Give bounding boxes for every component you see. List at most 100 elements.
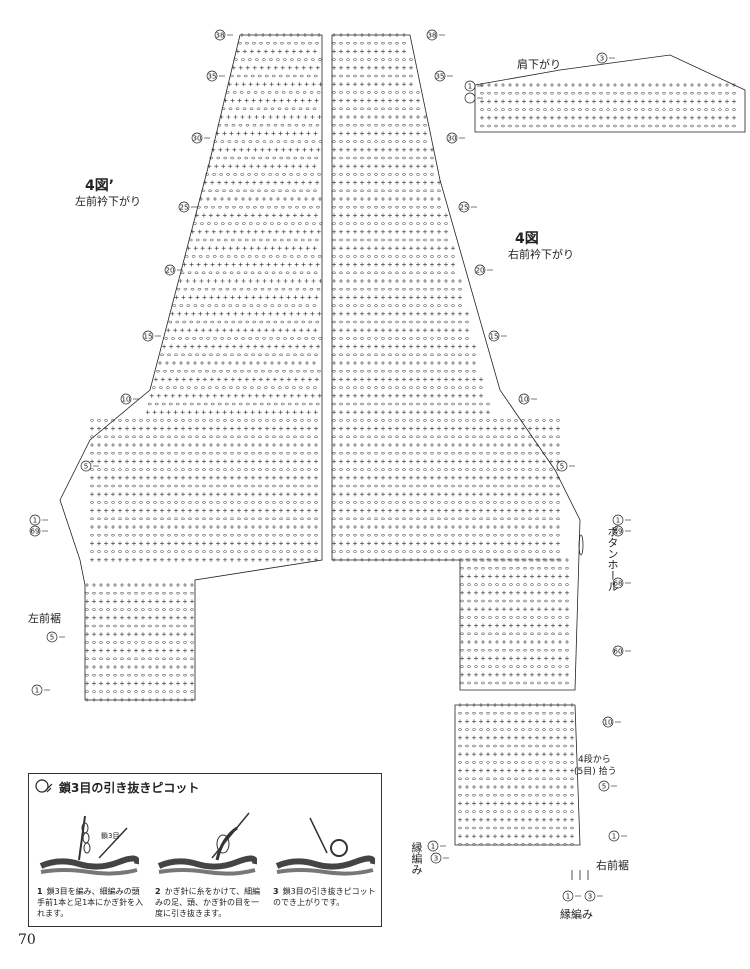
- right-front-chain: [416, 255, 420, 258]
- right-front-stitch: [542, 541, 546, 546]
- right-front-chain: [332, 320, 336, 324]
- right-front-stitch: [535, 492, 539, 497]
- right-front-stitch: [339, 131, 343, 136]
- right-hem-stitch: [479, 768, 483, 773]
- right-front-stitch: [346, 443, 350, 447]
- right-lower-stitch: [537, 558, 541, 562]
- left-front-chain: [97, 533, 101, 537]
- left-front-stitch: [237, 525, 241, 529]
- right-hem-stitch: [486, 817, 490, 822]
- left-front-stitch: [245, 65, 250, 70]
- left-front-chain: [279, 517, 283, 521]
- right-front-stitch: [388, 98, 392, 103]
- left-hem-chain: [120, 657, 124, 661]
- right-hem-stitch: [507, 719, 511, 724]
- left-front-stitch: [118, 443, 122, 447]
- right-front-stitch: [479, 443, 483, 447]
- right-front-stitch: [367, 377, 371, 382]
- right-front-chain: [409, 451, 413, 455]
- left-front-chain: [111, 451, 115, 455]
- right-front-chain: [395, 517, 399, 521]
- left-hem-chain: [99, 591, 103, 595]
- right-lower-chain: [537, 681, 541, 685]
- left-front-chain: [274, 205, 278, 209]
- left-front-stitch: [97, 541, 101, 546]
- left-front-stitch: [297, 197, 301, 201]
- shoulder-chain: [683, 124, 687, 128]
- left-front-chain: [261, 255, 266, 258]
- left-front-stitch: [230, 98, 235, 103]
- right-front-stitch: [353, 98, 357, 103]
- right-front-chain: [339, 173, 343, 176]
- shoulder-chain: [704, 124, 708, 128]
- right-front-stitch: [458, 525, 462, 529]
- right-front-stitch: [395, 361, 399, 365]
- right-hem-stitch: [479, 801, 483, 806]
- right-lower-stitch: [474, 574, 478, 579]
- right-front-chain: [486, 402, 490, 406]
- right-front-stitch: [402, 49, 406, 54]
- right-front-chain: [388, 58, 392, 61]
- left-front-chain: [118, 517, 122, 521]
- left-front-stitch: [285, 410, 290, 415]
- left-front-stitch: [271, 328, 276, 333]
- right-front-stitch: [402, 475, 406, 480]
- right-front-chain: [458, 533, 462, 537]
- shoulder-chain: [522, 124, 526, 128]
- right-front-chain: [360, 533, 364, 537]
- right-hem-stitch: [521, 817, 525, 822]
- right-hem-chain: [563, 810, 567, 813]
- left-front-stitch: [260, 229, 265, 234]
- left-hem-chain: [190, 657, 194, 661]
- left-hem-chain: [190, 673, 194, 677]
- right-lower-chain: [544, 648, 548, 652]
- right-front-stitch: [395, 311, 399, 316]
- right-front-stitch: [528, 508, 532, 513]
- right-front-stitch: [486, 508, 490, 513]
- left-front-stitch: [317, 393, 322, 398]
- right-front-chain: [444, 337, 448, 340]
- right-hem-stitch: [563, 785, 567, 789]
- right-front-stitch: [402, 131, 406, 136]
- right-front-stitch: [409, 262, 413, 267]
- right-front-chain: [437, 304, 441, 307]
- shoulder-chain: [711, 108, 715, 111]
- shoulder-stitch: [564, 83, 568, 87]
- left-front-chain: [222, 271, 227, 275]
- left-front-chain: [307, 533, 311, 537]
- right-lower-stitch: [495, 656, 499, 661]
- right-front-stitch: [507, 443, 511, 447]
- left-front-stitch: [285, 213, 290, 218]
- left-front-chain: [258, 156, 263, 160]
- left-front-stitch: [252, 65, 257, 70]
- left-front-stitch: [264, 410, 269, 415]
- right-front-chain: [409, 91, 413, 94]
- right-front-chain: [367, 353, 371, 357]
- left-front-chain: [262, 337, 266, 340]
- left-front-stitch: [160, 443, 164, 447]
- right-front-stitch: [388, 377, 392, 382]
- left-front-chain: [217, 320, 222, 324]
- left-front-chain: [307, 353, 311, 357]
- left-front-chain: [111, 468, 115, 471]
- right-front-chain: [367, 533, 371, 537]
- right-front-chain: [556, 550, 560, 553]
- left-front-stitch: [178, 279, 183, 283]
- shoulder-stitch: [627, 83, 631, 87]
- right-front-chain: [339, 41, 343, 45]
- left-front-stitch: [153, 508, 157, 513]
- right-front-stitch: [444, 295, 448, 300]
- left-front-chain: [132, 517, 136, 521]
- left-front-stitch: [239, 229, 244, 234]
- right-hem-stitch: [563, 768, 567, 773]
- right-hem-stitch: [465, 735, 469, 740]
- right-hem-chain: [479, 810, 483, 813]
- left-front-chain: [244, 435, 248, 439]
- left-hem-chain: [134, 657, 138, 661]
- right-lower-stitch: [509, 640, 513, 644]
- right-front-stitch: [444, 393, 448, 398]
- left-hem-chain: [190, 690, 194, 693]
- right-front-chain: [360, 156, 364, 160]
- right-front-chain: [381, 123, 385, 127]
